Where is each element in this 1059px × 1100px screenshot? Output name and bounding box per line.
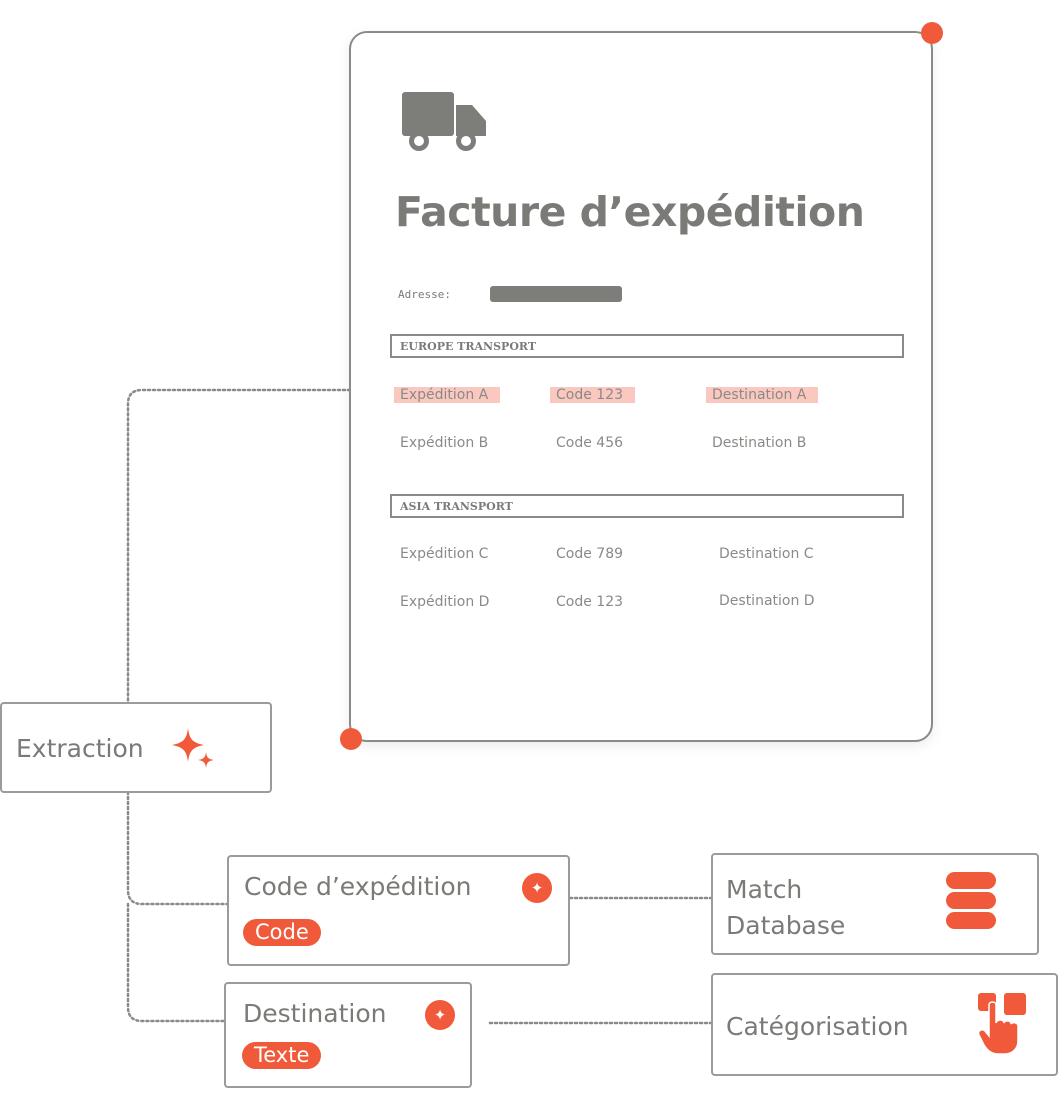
address-label: Adresse: [398,288,451,301]
field-tag: Texte [242,1042,322,1069]
destination-cell: Destination A [706,386,819,404]
destination-cell: Destination C [719,546,814,562]
invoice-document [349,31,933,742]
destination-cell: Destination D [719,593,815,609]
field-tag: Code [243,919,321,946]
connector-invoice-to-extraction [126,388,397,704]
field-label: Code d’expédition [244,872,472,901]
connector-extraction-to-destination [126,902,226,1023]
field-label: Destination [243,999,387,1028]
truck-icon [402,92,486,151]
shipment-cell: Expédition B [400,435,489,451]
shipment-cell: Expédition C [400,546,489,562]
action-label: Match Database [726,875,846,940]
connector-extraction-to-code [126,790,229,906]
code-cell: Code 123 [556,594,624,610]
section-header-europe: EUROPE TRANSPORT [390,334,904,358]
invoice-title: Facture d’expédition [395,188,865,236]
shipment-cell: Expédition D [400,594,490,610]
code-cell: Code 456 [556,435,624,451]
sparkle-badge-icon: ✦ [522,873,552,903]
corner-handle-top-right[interactable] [921,22,943,44]
code-cell: Code 789 [556,546,624,562]
hand-pointer-icon [977,993,1026,1055]
address-redacted-bar [490,286,622,302]
action-label: Catégorisation [726,1012,909,1041]
extraction-label: Extraction [16,734,144,763]
action-node-match-database[interactable] [711,853,1039,955]
corner-handle-bottom-left[interactable] [340,728,362,750]
destination-cell: Destination B [712,435,807,451]
code-cell: Code 123 [550,386,636,404]
field-node-shipment-code[interactable] [227,855,570,966]
sparkle-badge-icon: ✦ [425,1000,455,1030]
section-header-asia: ASIA TRANSPORT [390,494,904,518]
shipment-cell: Expédition A [394,386,501,404]
field-node-destination[interactable] [224,982,472,1088]
extraction-node[interactable] [0,702,272,793]
sparkle-icon [172,728,214,768]
database-icon [946,872,996,929]
